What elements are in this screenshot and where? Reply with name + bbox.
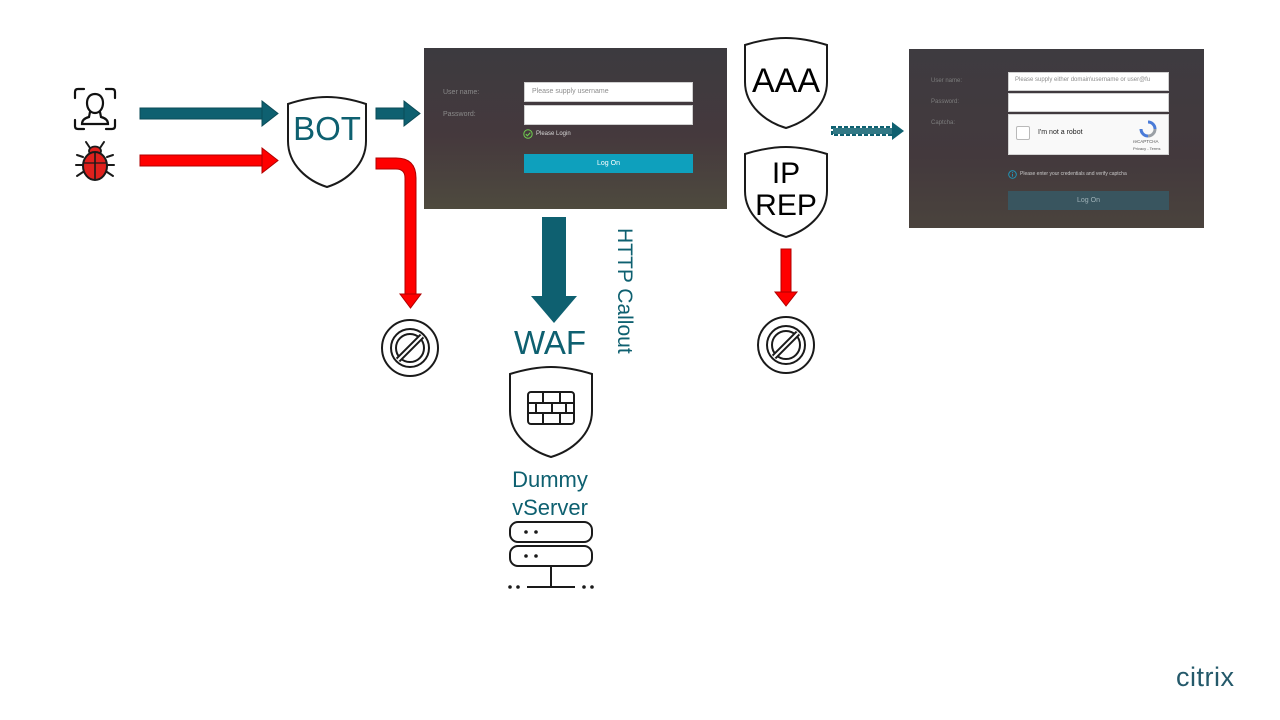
citrix-logo: citrix [1176, 662, 1235, 693]
dummy-vserver-line2: vServer [512, 495, 588, 520]
logon-button[interactable]: Log On [1008, 191, 1169, 210]
captcha-checkbox-label: I'm not a robot [1038, 129, 1083, 136]
captcha-checkbox[interactable] [1016, 126, 1030, 140]
waf-label: WAF [513, 324, 587, 361]
iprep-line1: IP [771, 157, 801, 190]
bug-to-bot-arrow [139, 146, 279, 175]
block-icon [381, 319, 439, 377]
aaa-to-captcha-arrow [831, 122, 904, 140]
check-circle-icon [523, 129, 533, 139]
login-to-waf-arrow [531, 217, 577, 323]
password-input[interactable] [1008, 93, 1169, 112]
captcha-info-text: Please enter your credentials and verify… [1020, 171, 1127, 177]
http-callout-label: HTTP Callout [613, 228, 636, 354]
username-label: User name: [931, 78, 963, 84]
recaptcha-brand: reCAPTCHA [1133, 139, 1159, 144]
ip-reputation-shield-icon [744, 145, 828, 239]
login-status-text: Please Login [536, 131, 571, 137]
dummy-vserver-label: Dummy vServer [490, 466, 610, 522]
user-to-bot-arrow [139, 99, 279, 128]
logon-button[interactable]: Log On [524, 154, 693, 173]
bug-icon [75, 141, 115, 181]
info-icon [1008, 170, 1017, 179]
password-label: Password: [443, 111, 476, 118]
firewall-shield-icon [509, 365, 593, 459]
recaptcha-icon [1139, 120, 1157, 138]
citrix-logo-text: citrix [1176, 662, 1235, 692]
password-label: Password: [931, 99, 960, 105]
firewall-icon [527, 391, 575, 425]
iprep-line2: REP [755, 189, 817, 222]
iprep-label: IP REP [743, 158, 829, 222]
bot-shield-icon [287, 95, 367, 189]
aaa-shield-icon [744, 36, 828, 130]
username-input[interactable]: Please supply username [524, 82, 693, 102]
username-label: User name: [443, 89, 480, 96]
server-icon [508, 521, 594, 589]
login-screenshot-captcha: User name: Password: Captcha: Please sup… [909, 49, 1204, 228]
username-input[interactable]: Please supply either domain\username or … [1008, 72, 1169, 91]
dummy-vserver-line1: Dummy [512, 467, 588, 492]
recaptcha-widget: I'm not a robot reCAPTCHA Privacy - Term… [1008, 114, 1169, 155]
recaptcha-links[interactable]: Privacy - Terms [1133, 146, 1161, 151]
login-screenshot-basic: User name: Password: Please supply usern… [424, 48, 727, 209]
password-input[interactable] [524, 105, 693, 125]
http-callout-label-wrap: HTTP Callout [606, 228, 636, 378]
iprep-to-block-arrow [773, 248, 799, 307]
bot-to-block-arrow [375, 157, 422, 309]
block-icon [757, 316, 815, 374]
bot-to-login-arrow [375, 99, 421, 128]
bot-label: BOT [293, 110, 361, 147]
user-face-icon [73, 87, 117, 131]
captcha-label: Captcha: [931, 120, 956, 126]
aaa-label: AAA [751, 62, 821, 100]
